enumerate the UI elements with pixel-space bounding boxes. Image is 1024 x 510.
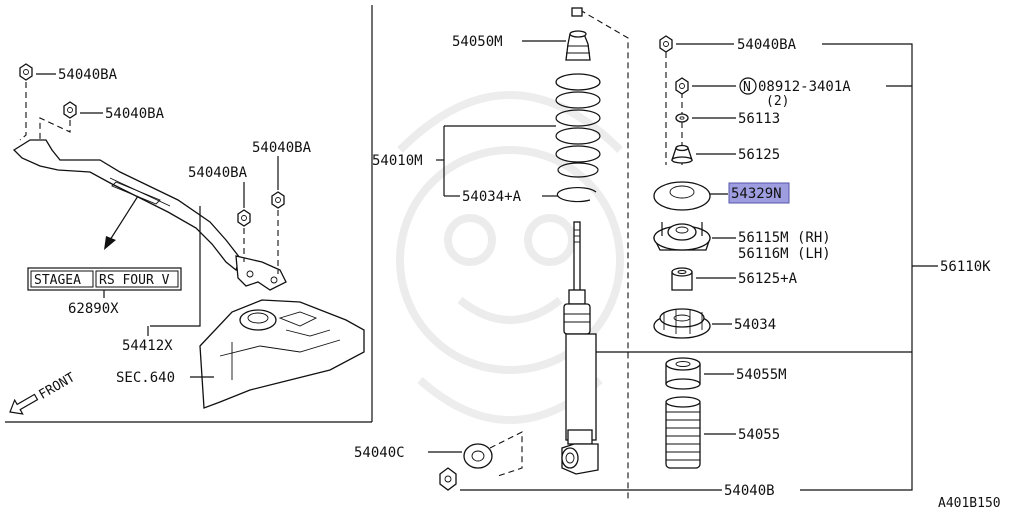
part-label-54034[interactable]: 54034 bbox=[734, 317, 776, 333]
shock-absorber bbox=[561, 221, 599, 475]
part-label-56125-plus-a[interactable]: 56125+A bbox=[738, 271, 798, 287]
emblem-badges: STAGEA RS FOUR V bbox=[27, 267, 182, 291]
mount-insulator bbox=[653, 181, 711, 211]
part-label-62890x[interactable]: 62890X bbox=[68, 301, 119, 317]
part-label-08912-3401a[interactable]: 08912-3401A bbox=[758, 79, 851, 95]
part-label-56125[interactable]: 56125 bbox=[738, 147, 780, 163]
part-label-54329n[interactable]: 54329N bbox=[731, 186, 782, 202]
part-label-56115m[interactable]: 56115M (RH) bbox=[738, 230, 831, 246]
washer-bolt-icon bbox=[463, 443, 493, 469]
diagram-id: A401B150 bbox=[938, 496, 1001, 510]
part-quantity: (2) bbox=[766, 94, 789, 109]
nut-icon bbox=[19, 63, 33, 81]
front-direction-arrow: FRONT bbox=[9, 370, 78, 415]
part-label-54034-plus-a[interactable]: 54034+A bbox=[462, 189, 522, 205]
body-panel bbox=[199, 299, 365, 409]
strut-mount bbox=[652, 222, 711, 251]
part-label-54055[interactable]: 54055 bbox=[738, 427, 780, 443]
spring-seat-rubber bbox=[653, 308, 711, 339]
special-part-prefix: N bbox=[743, 80, 751, 95]
nut-icon bbox=[237, 209, 251, 227]
part-label-56113[interactable]: 56113 bbox=[738, 111, 780, 127]
part-label-54010m[interactable]: 54010M bbox=[372, 153, 423, 169]
spring-seat-ring bbox=[556, 186, 597, 203]
part-label-54055m[interactable]: 54055M bbox=[736, 367, 787, 383]
badge-stagea: STAGEA bbox=[34, 273, 81, 288]
part-label-56110k[interactable]: 56110K bbox=[940, 259, 991, 275]
washer-icon bbox=[675, 113, 689, 123]
bushing-icon bbox=[671, 144, 693, 164]
nut-icon bbox=[675, 77, 689, 95]
section-reference-640[interactable]: SEC.640 bbox=[116, 370, 175, 386]
nut-icon bbox=[659, 35, 673, 53]
part-label-54040c[interactable]: 54040C bbox=[354, 445, 405, 461]
nut-icon bbox=[439, 467, 457, 491]
part-label-54040ba-mid-left[interactable]: 54040BA bbox=[188, 165, 248, 181]
bump-stopper bbox=[565, 7, 591, 61]
bushing-lower-icon bbox=[671, 267, 693, 291]
coil-spring bbox=[555, 73, 601, 178]
part-label-54040ba-1[interactable]: 54040BA bbox=[58, 67, 118, 83]
part-label-54040ba-top-right[interactable]: 54040BA bbox=[737, 37, 797, 53]
part-label-54050m[interactable]: 54050M bbox=[452, 34, 503, 50]
bound-bumper bbox=[665, 357, 701, 390]
nut-icon bbox=[63, 101, 77, 119]
part-label-54040b[interactable]: 54040B bbox=[724, 483, 775, 499]
part-label-56116m[interactable]: 56116M (LH) bbox=[738, 246, 831, 262]
nut-icon bbox=[271, 191, 285, 209]
part-label-54412x[interactable]: 54412X bbox=[122, 338, 173, 354]
front-label: FRONT bbox=[36, 370, 78, 403]
brace-bar bbox=[12, 139, 287, 291]
highlight-box bbox=[728, 182, 790, 204]
dust-cover-boot bbox=[665, 396, 701, 469]
part-label-54040ba-mid-right[interactable]: 54040BA bbox=[252, 140, 312, 156]
part-label-54040ba-2[interactable]: 54040BA bbox=[105, 106, 165, 122]
special-part-circle-icon bbox=[739, 77, 757, 95]
badge-rs-four: RS FOUR V bbox=[99, 273, 170, 288]
